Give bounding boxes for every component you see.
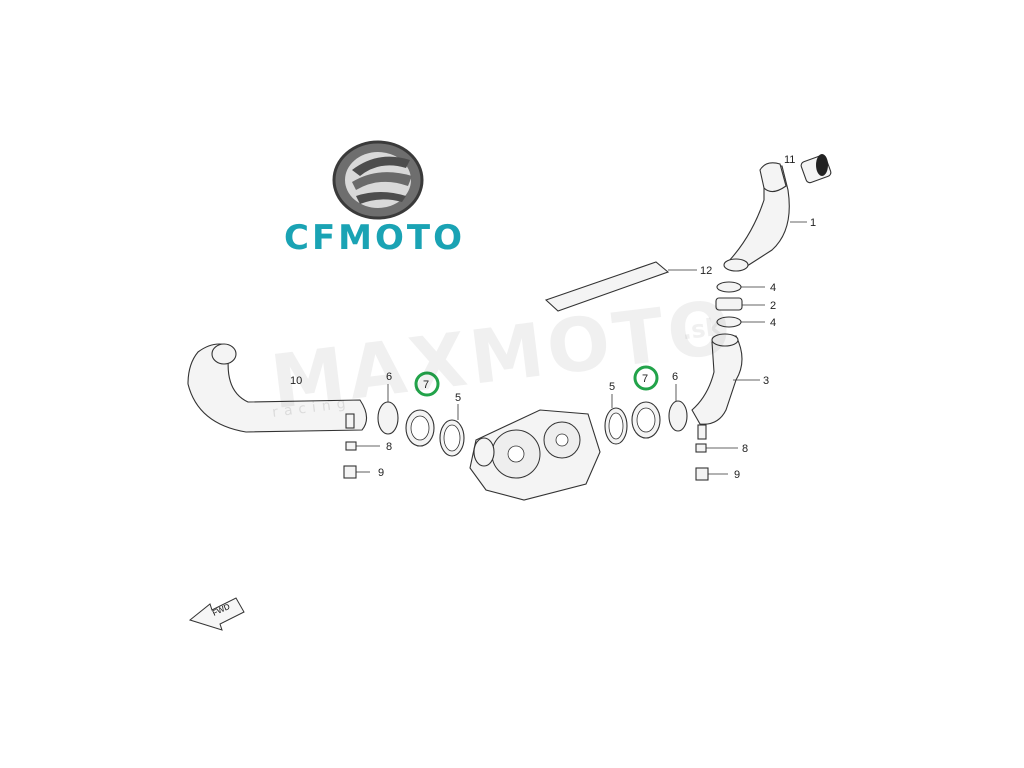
watermark-suffix: .sk (680, 312, 723, 346)
callout-10: 10 (290, 375, 302, 387)
callout-9-right: 9 (734, 469, 740, 481)
callout-11: 11 (784, 154, 795, 166)
part-3-lower-duct (691, 333, 760, 440)
callout-2: 2 (770, 300, 776, 312)
callout-6-left: 6 (386, 371, 392, 383)
part-11-cap (800, 154, 832, 184)
callout-8-right: 8 (742, 443, 748, 455)
callout-3: 3 (763, 375, 769, 387)
callout-4-bottom: 4 (770, 317, 776, 329)
fwd-arrow-icon: FWD (188, 597, 245, 631)
callout-7-right: 7 (642, 373, 648, 385)
fasteners (343, 441, 738, 481)
part-12-label-plate (544, 261, 697, 312)
highlight-circle-right-7 (633, 365, 659, 391)
parts-clamps-and-coupler (715, 281, 765, 328)
callout-9-left: 9 (378, 467, 384, 479)
brand-wordmark: CFMOTO (284, 218, 466, 258)
callout-6-right: 6 (672, 371, 678, 383)
cfmoto-logo-emblem (332, 140, 424, 220)
part-10-intake-duct (187, 343, 368, 433)
left-side-rings (377, 384, 465, 457)
callout-5-left: 5 (455, 392, 461, 404)
callout-5-right: 5 (609, 381, 615, 393)
callout-12: 12 (700, 265, 712, 277)
cvt-housing (469, 409, 601, 501)
callout-7-left: 7 (423, 379, 429, 391)
part-1-upper-duct (723, 162, 807, 272)
highlight-circle-left-7 (414, 371, 440, 397)
callout-1: 1 (810, 217, 816, 229)
callout-4-top: 4 (770, 282, 776, 294)
callout-8-left: 8 (386, 441, 392, 453)
right-side-rings (604, 384, 688, 445)
